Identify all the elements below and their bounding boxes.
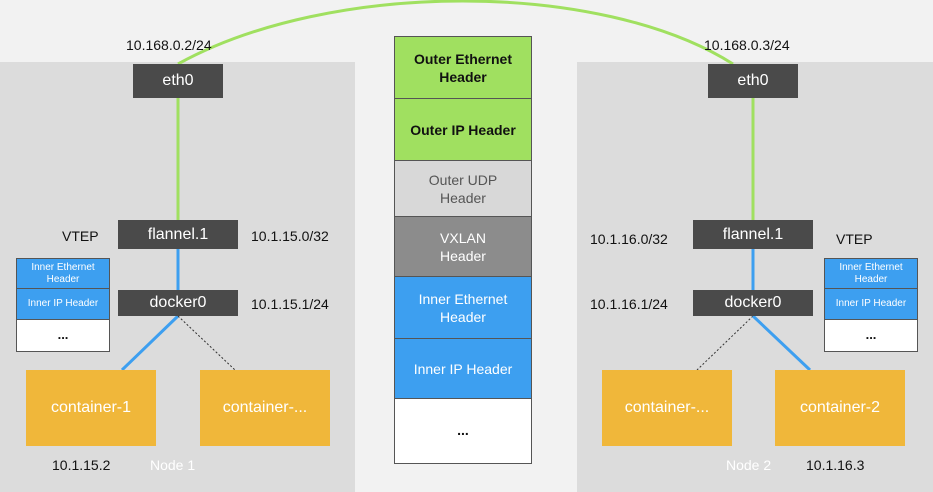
node2-mini-ellipsis: ... <box>825 320 917 349</box>
node1-mini-inner-ethernet: Inner Ethernet Header <box>17 259 109 289</box>
packet-vxlan-header: VXLAN Header <box>395 217 531 277</box>
node1-flannel: flannel.1 <box>118 220 238 249</box>
node2-host-ip: 10.168.0.3/24 <box>704 37 790 53</box>
packet-outer-udp-header: Outer UDP Header <box>395 161 531 217</box>
node2-container-ip: 10.1.16.3 <box>806 457 865 473</box>
node2-docker-container2-line <box>751 314 812 372</box>
packet-outer-ip-header: Outer IP Header <box>395 99 531 161</box>
node2-vtep-label: VTEP <box>836 231 873 247</box>
node2-container-2: container-2 <box>775 370 905 446</box>
packet-inner-ip-header: Inner IP Header <box>395 339 531 399</box>
node1-flannel-ip: 10.1.15.0/32 <box>251 228 329 244</box>
vxlan-packet-stack: Outer Ethernet Header Outer IP Header Ou… <box>394 36 532 464</box>
node2-flannel: flannel.1 <box>693 220 813 249</box>
packet-ellipsis: ... <box>395 399 531 461</box>
node1-docker-containerb-line <box>177 315 236 371</box>
green-arc <box>177 0 734 66</box>
node2-eth0: eth0 <box>708 64 798 98</box>
node2-mini-inner-ip: Inner IP Header <box>825 289 917 320</box>
node1-container-ip: 10.1.15.2 <box>52 457 111 473</box>
node1-docker0: docker0 <box>118 290 238 316</box>
node2-docker-containera-line <box>696 315 754 371</box>
node1-docker-ip: 10.1.15.1/24 <box>251 296 329 312</box>
node1-container-other: container-... <box>200 370 330 446</box>
node1-mini-ellipsis: ... <box>17 320 109 349</box>
node1-vtep-label: VTEP <box>62 228 99 244</box>
node1-eth0: eth0 <box>133 64 223 98</box>
packet-outer-ethernet-header: Outer Ethernet Header <box>395 37 531 99</box>
node1-container-1: container-1 <box>26 370 156 446</box>
node1-host-ip: 10.168.0.2/24 <box>126 37 212 53</box>
node2-docker-ip: 10.1.16.1/24 <box>590 296 668 312</box>
packet-inner-ethernet-header: Inner Ethernet Header <box>395 277 531 339</box>
node1-mini-packet-stack: Inner Ethernet Header Inner IP Header ..… <box>16 258 110 352</box>
node2-docker0: docker0 <box>693 290 813 316</box>
node1-name: Node 1 <box>150 457 196 473</box>
node2-flannel-ip: 10.1.16.0/32 <box>590 231 668 247</box>
node2-container-other: container-... <box>602 370 732 446</box>
node2-mini-inner-ethernet: Inner Ethernet Header <box>825 259 917 289</box>
node2-mini-packet-stack: Inner Ethernet Header Inner IP Header ..… <box>824 258 918 352</box>
node1-docker-container1-line <box>120 314 180 372</box>
node2-name: Node 2 <box>726 457 772 473</box>
node1-mini-inner-ip: Inner IP Header <box>17 289 109 320</box>
